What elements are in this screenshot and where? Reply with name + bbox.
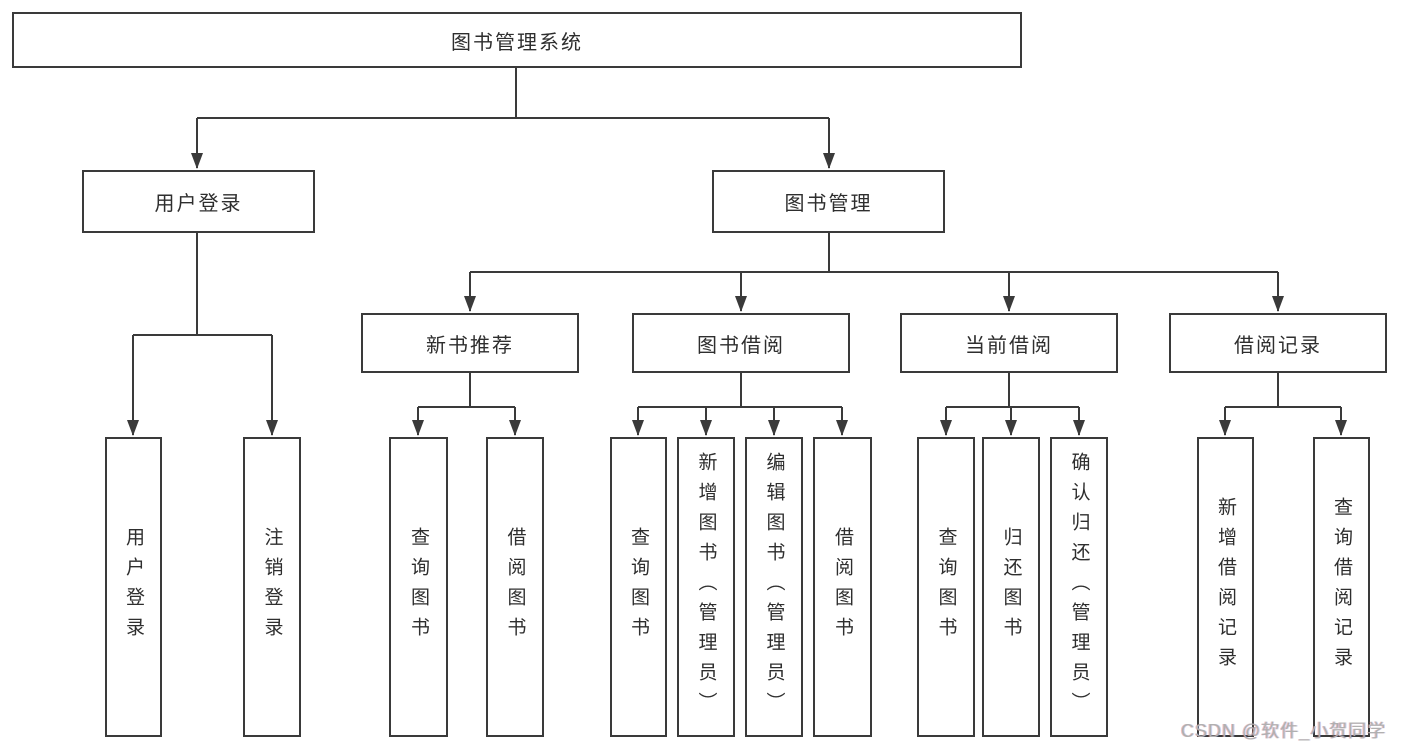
connector-spine-borrowing xyxy=(638,373,842,408)
node-recommend-borrow-books: 借阅图书 xyxy=(486,437,544,737)
node-label: 图书管理系统 xyxy=(451,31,583,54)
node-label: 查询图书 xyxy=(408,527,429,647)
node-user-login-group: 用户登录 xyxy=(82,170,315,233)
node-label: 借阅图书 xyxy=(504,527,526,647)
node-label: 新增借阅记录 xyxy=(1215,497,1236,677)
node-borrowing-borrow-books: 借阅图书 xyxy=(813,437,872,737)
node-label: 注销登录 xyxy=(261,527,283,647)
node-book-management: 图书管理 xyxy=(712,170,945,233)
node-current-confirm-return-admin: 确认归还（管理员） xyxy=(1050,437,1108,737)
node-current-return-books: 归还图书 xyxy=(982,437,1040,737)
node-label: 新书推荐 xyxy=(426,334,514,357)
node-user-login: 用户登录 xyxy=(105,437,162,737)
node-library-management-system: 图书管理系统 xyxy=(12,12,1022,68)
node-book-borrowing: 图书借阅 xyxy=(632,313,850,373)
node-recommend-query-books: 查询图书 xyxy=(389,437,448,737)
node-records-query-record: 查询借阅记录 xyxy=(1313,437,1370,737)
node-current-borrowing: 当前借阅 xyxy=(900,313,1118,373)
csdn-watermark: CSDN @软件_小贺同学 xyxy=(1181,721,1387,741)
node-current-query-books: 查询图书 xyxy=(917,437,975,737)
connector-spine-management xyxy=(470,233,1278,273)
node-records-add-record: 新增借阅记录 xyxy=(1197,437,1254,737)
node-label: 确认归还（管理员） xyxy=(1068,452,1090,722)
node-label: 借阅图书 xyxy=(832,527,853,647)
connector-spine-recommend xyxy=(418,373,515,408)
node-label: 图书借阅 xyxy=(697,334,785,357)
connector-spine-login xyxy=(133,233,272,336)
connector-spine-records xyxy=(1225,373,1341,408)
node-label: 图书管理 xyxy=(784,193,873,215)
node-label: 用户登录 xyxy=(123,527,144,647)
node-borrowing-records: 借阅记录 xyxy=(1169,313,1387,373)
node-label: 归还图书 xyxy=(1000,527,1022,647)
node-label: 借阅记录 xyxy=(1234,334,1322,357)
node-label: 用户登录 xyxy=(154,193,243,215)
node-label: 查询图书 xyxy=(628,527,649,647)
node-borrowing-edit-books-admin: 编辑图书（管理员） xyxy=(745,437,803,737)
node-label: 查询借阅记录 xyxy=(1331,497,1352,677)
node-logout: 注销登录 xyxy=(243,437,301,737)
node-borrowing-query-books: 查询图书 xyxy=(610,437,667,737)
connector-spine-current xyxy=(946,373,1079,408)
node-label: 编辑图书（管理员） xyxy=(763,452,785,722)
node-new-book-recommend: 新书推荐 xyxy=(361,313,579,373)
node-label: 新增图书（管理员） xyxy=(695,452,717,722)
connector-spine-root xyxy=(197,68,829,119)
node-label: 当前借阅 xyxy=(965,334,1053,357)
node-borrowing-add-books-admin: 新增图书（管理员） xyxy=(677,437,735,737)
node-label: 查询图书 xyxy=(935,527,957,647)
